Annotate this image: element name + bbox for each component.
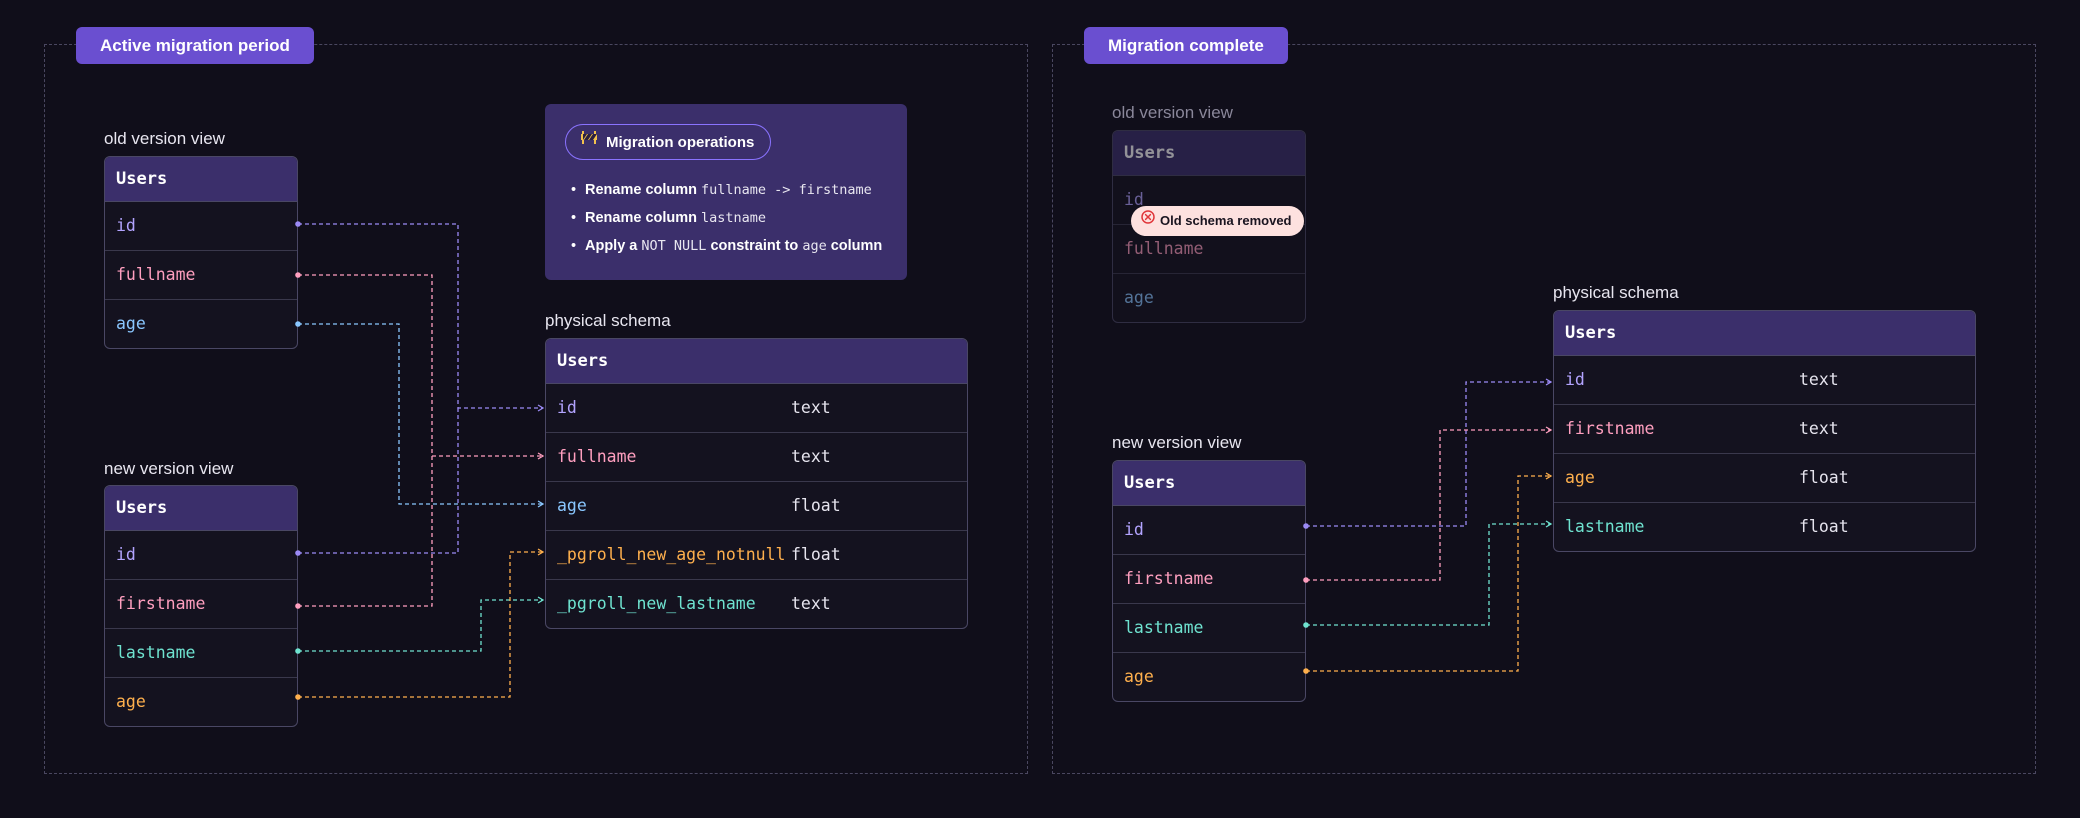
right-new-view-caption: new version view bbox=[1112, 433, 1242, 452]
left-new-view-table: Users id firstname lastname age bbox=[104, 485, 298, 727]
old-schema-removed-badge: Old schema removed bbox=[1131, 206, 1304, 236]
column-type: float bbox=[1799, 517, 1849, 536]
column-name: _pgroll_new_lastname bbox=[557, 594, 756, 613]
active-migration-region bbox=[44, 44, 1028, 774]
column-id: id bbox=[105, 531, 297, 580]
badge-label: Old schema removed bbox=[1160, 213, 1292, 228]
column-type: text bbox=[1799, 370, 1839, 389]
column-type: text bbox=[791, 447, 831, 466]
column-name: id bbox=[557, 398, 577, 417]
table-title: Users bbox=[105, 486, 297, 531]
table-title: Users bbox=[1113, 461, 1305, 506]
operation-item: •Rename column lastname bbox=[571, 210, 767, 226]
migration-complete-region bbox=[1052, 44, 2036, 774]
column-id: id bbox=[1113, 506, 1305, 555]
table-title: Users bbox=[546, 339, 967, 384]
migration-complete-tag: Migration complete bbox=[1084, 27, 1288, 64]
column-id: id bbox=[105, 202, 297, 251]
column-name: age bbox=[557, 496, 587, 515]
column-age: age bbox=[1124, 288, 1154, 307]
left-physical-table: Users id text fullname text age float _p… bbox=[545, 338, 968, 629]
column-type: float bbox=[791, 545, 841, 564]
migration-operations-pill: Migration operations bbox=[565, 124, 772, 160]
physical-row-firstname: firstname text bbox=[1554, 405, 1975, 454]
x-circle-icon bbox=[1141, 205, 1155, 235]
physical-row-age: age float bbox=[1554, 454, 1975, 503]
column-fullname: fullname bbox=[105, 251, 297, 300]
column-age: age bbox=[116, 692, 146, 711]
right-physical-table: Users id text firstname text age float l… bbox=[1553, 310, 1976, 552]
migration-operations-title: Migration operations bbox=[606, 134, 755, 151]
right-new-view-table: Users id firstname lastname age bbox=[1112, 460, 1306, 702]
column-name: firstname bbox=[1565, 419, 1655, 438]
column-fullname: fullname bbox=[1113, 225, 1305, 274]
column-name: fullname bbox=[557, 447, 637, 466]
left-old-view-table: Users id fullname age bbox=[104, 156, 298, 349]
column-type: text bbox=[1799, 419, 1839, 438]
column-name: lastname bbox=[1565, 517, 1645, 536]
physical-row-id: id text bbox=[1554, 356, 1975, 405]
column-type: float bbox=[791, 496, 841, 515]
column-name: _pgroll_new_age_notnull bbox=[557, 545, 786, 564]
physical-row-age: age float bbox=[546, 482, 967, 531]
operation-item: •Apply a NOT NULL constraint to age colu… bbox=[571, 238, 883, 254]
left-new-view-caption: new version view bbox=[104, 459, 234, 478]
right-physical-caption: physical schema bbox=[1553, 283, 1679, 302]
table-title: Users bbox=[1113, 131, 1305, 176]
column-lastname: lastname bbox=[105, 629, 297, 678]
migration-operations-card: Migration operations •Rename column full… bbox=[545, 104, 907, 280]
left-physical-caption: physical schema bbox=[545, 311, 671, 330]
physical-row-lastname: _pgroll_new_lastname text bbox=[546, 580, 967, 628]
operation-item: •Rename column fullname -> firstname bbox=[571, 182, 872, 198]
column-type: text bbox=[791, 398, 831, 417]
column-age: age bbox=[116, 314, 146, 333]
physical-row-age-notnull: _pgroll_new_age_notnull float bbox=[546, 531, 967, 580]
column-firstname: firstname bbox=[105, 580, 297, 629]
column-name: id bbox=[1565, 370, 1585, 389]
table-title: Users bbox=[105, 157, 297, 202]
physical-row-lastname: lastname float bbox=[1554, 503, 1975, 551]
column-name: age bbox=[1565, 468, 1595, 487]
table-title: Users bbox=[1554, 311, 1975, 356]
right-old-view-caption: old version view bbox=[1112, 103, 1233, 122]
barrier-icon bbox=[580, 124, 598, 160]
physical-row-fullname: fullname text bbox=[546, 433, 967, 482]
column-type: float bbox=[1799, 468, 1849, 487]
column-type: text bbox=[791, 594, 831, 613]
column-lastname: lastname bbox=[1113, 604, 1305, 653]
operations-list: •Rename column fullname -> firstname •Re… bbox=[571, 176, 882, 260]
physical-row-id: id text bbox=[546, 384, 967, 433]
column-firstname: firstname bbox=[1113, 555, 1305, 604]
left-old-view-caption: old version view bbox=[104, 129, 225, 148]
active-migration-tag: Active migration period bbox=[76, 27, 314, 64]
column-age: age bbox=[1124, 667, 1154, 686]
